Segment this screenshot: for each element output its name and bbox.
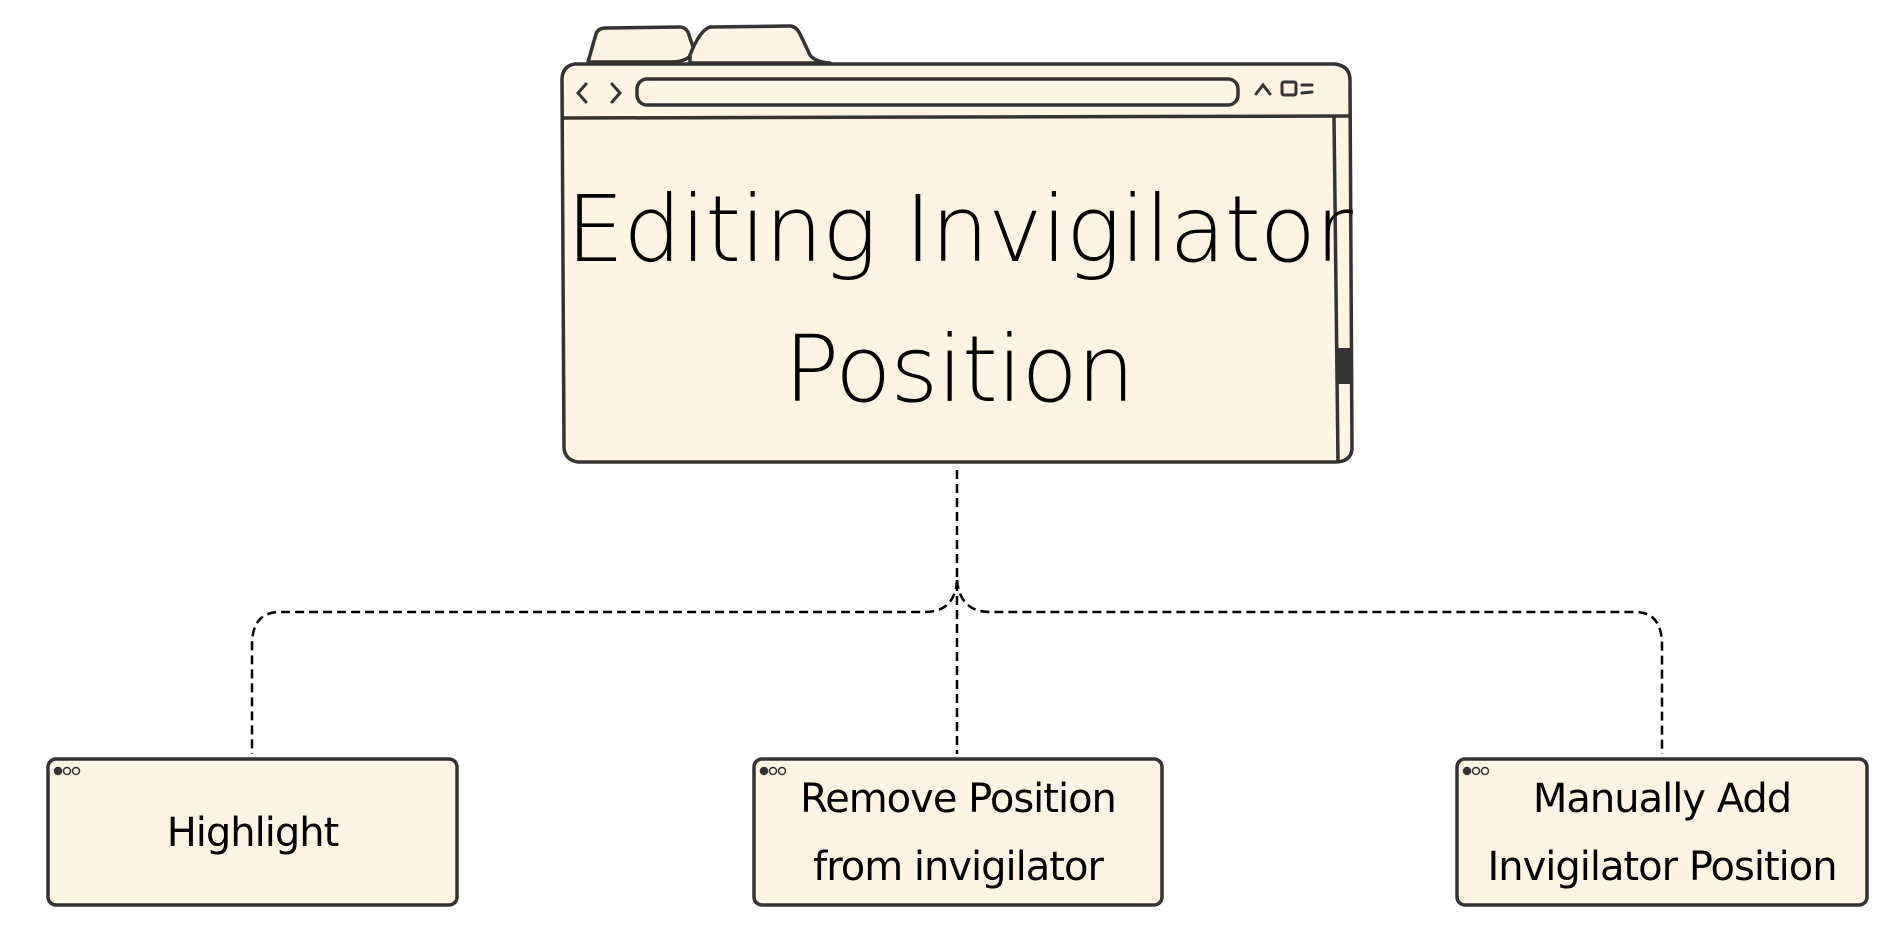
root-node-title: Editing Invigilator Position	[566, 176, 1353, 423]
connector-lines	[250, 470, 1664, 754]
node-label: Manually Add Invigilator Position	[1487, 776, 1837, 890]
chevron-up-icon	[1254, 82, 1272, 96]
window-square-icon	[1280, 80, 1298, 97]
child-box-3	[1455, 757, 1869, 907]
back-icon	[575, 82, 588, 104]
child-box-2	[752, 757, 1164, 907]
child-node-manually-add: Manually Add Invigilator Position	[1459, 762, 1865, 904]
toolbar-divider	[561, 114, 1351, 120]
browser-window-frame	[560, 62, 1354, 464]
scrollbar-thumb	[1337, 348, 1350, 384]
node-label: Highlight	[166, 810, 340, 856]
node-label: Remove Position from invigilator	[800, 776, 1117, 890]
forward-icon	[610, 82, 623, 104]
browser-tab-2	[688, 24, 832, 65]
child-node-highlight: Highlight	[50, 762, 455, 904]
menu-icon	[1300, 83, 1314, 95]
address-bar	[635, 77, 1240, 107]
child-node-remove-position: Remove Position from invigilator	[756, 762, 1160, 904]
child-box-1	[46, 757, 459, 907]
scrollbar-track	[1332, 115, 1340, 463]
browser-tab-1	[586, 25, 696, 64]
